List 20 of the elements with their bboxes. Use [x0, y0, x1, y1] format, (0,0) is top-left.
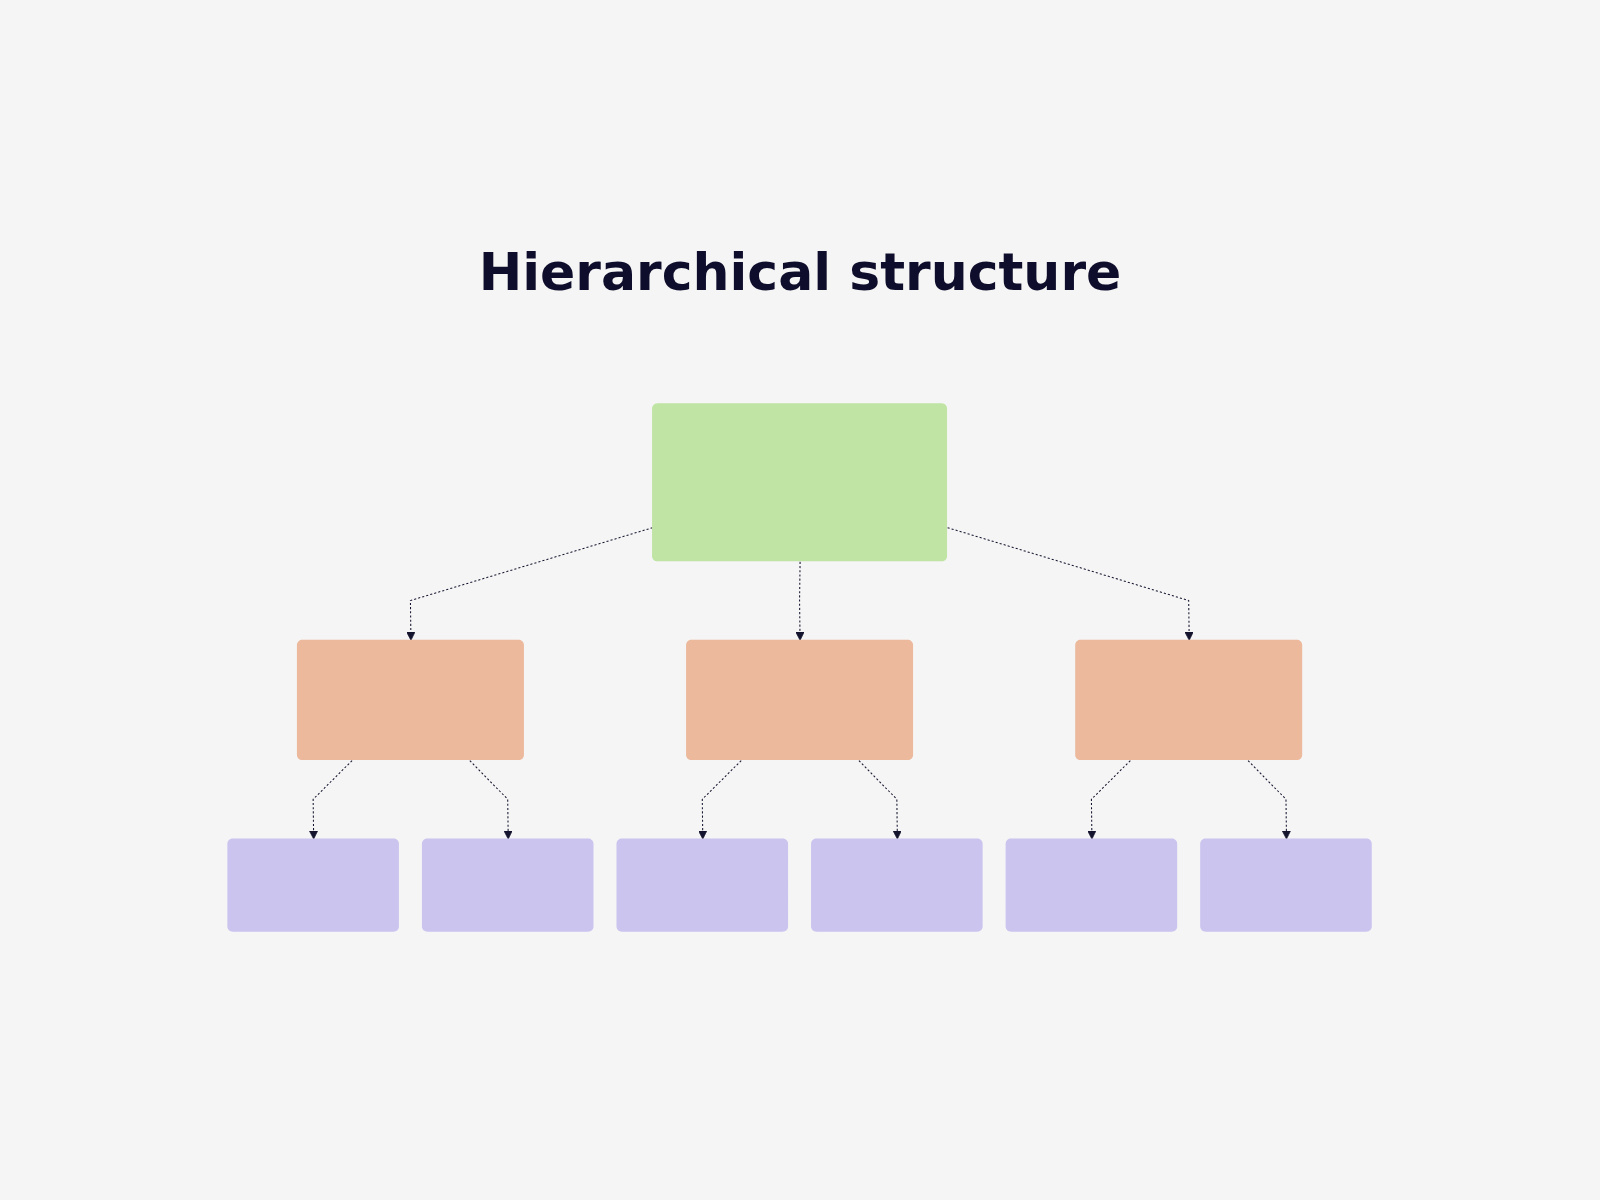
- arrow: [469, 760, 514, 840]
- node-box: [652, 403, 948, 562]
- arrow: [858, 760, 903, 840]
- node-box: [1075, 639, 1303, 761]
- arrow: [1087, 760, 1132, 840]
- node-box: [422, 838, 594, 932]
- arrow: [406, 527, 654, 641]
- node-box: [686, 639, 914, 761]
- diagram-title: Hierarchical structure: [478, 242, 1122, 302]
- arrow: [698, 760, 743, 840]
- node-box: [227, 838, 400, 932]
- node-box: [811, 838, 984, 932]
- node-box: [297, 639, 525, 761]
- node-box: [1200, 838, 1373, 932]
- arrow: [947, 527, 1195, 641]
- arrow: [1248, 760, 1292, 840]
- node-box: [616, 838, 789, 932]
- arrow: [795, 561, 805, 641]
- node-box: [1006, 838, 1178, 932]
- arrow: [309, 760, 354, 840]
